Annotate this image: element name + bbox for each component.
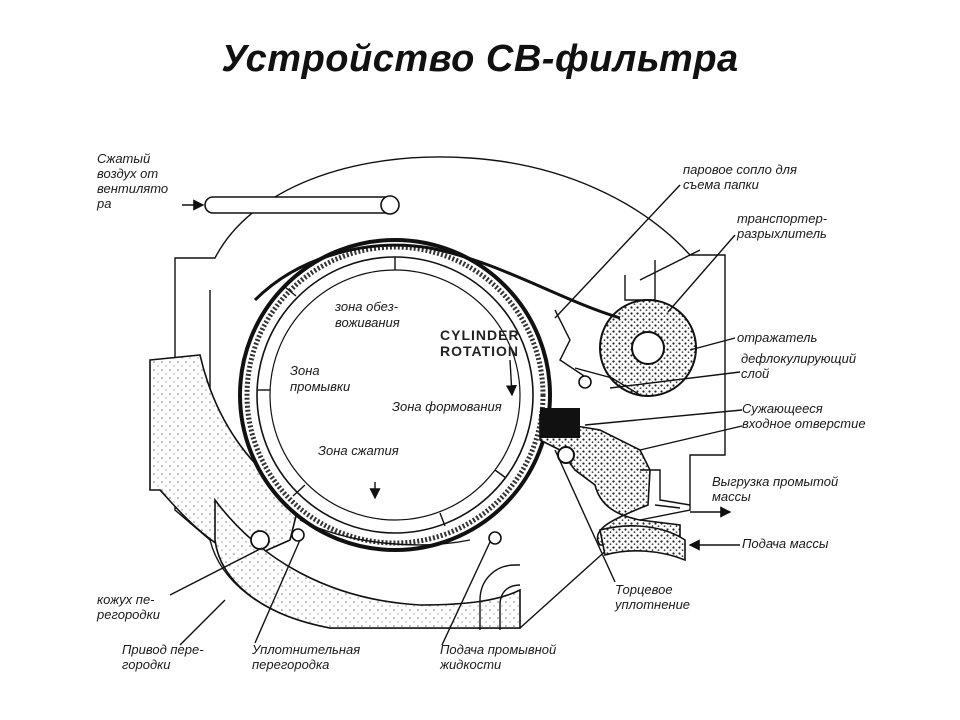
zone-washing-line2: промывки (290, 379, 350, 394)
discharge-channel (640, 469, 691, 509)
transporter-hub (631, 331, 665, 365)
zone-compression: Зона сжатия (318, 443, 399, 458)
zone-dividers (257, 257, 507, 527)
partition-roller-right (291, 528, 305, 542)
page-title: Устройство СВ-фильтра (221, 38, 739, 80)
steam-nozzle (554, 309, 591, 381)
label-compressed-air-3: вентилято (97, 181, 168, 196)
label-wash-liquid-feed-1: Подача промывной (440, 642, 556, 657)
label-partition-drive-2: городки (122, 657, 171, 672)
label-discharge-2: массы (712, 489, 751, 504)
label-narrowing-inlet-2: входное отверстие (742, 416, 866, 431)
label-compressed-air-4: ра (96, 196, 111, 211)
label-deflocculating-2: слой (741, 366, 769, 381)
label-discharge-1: Выгрузка промытой (712, 474, 838, 489)
leader-lines (169, 184, 743, 646)
lower-trough (214, 497, 521, 629)
label-sealing-partition-1: Уплотнительная (251, 642, 360, 657)
label-partition-casing-2: регородки (96, 607, 160, 622)
label-feed: Подача массы (742, 536, 829, 551)
label-compressed-air-2: воздух от (97, 166, 158, 181)
rotation-label-line1: CYLINDER (440, 327, 520, 343)
belt-lower (574, 367, 641, 396)
label-transporter-1: транспортер- (737, 211, 828, 226)
partition-roller-mid (488, 531, 502, 545)
label-steam-nozzle-1: паровое сопло для (683, 162, 797, 177)
label-steam-nozzle-2: съема папки (683, 177, 759, 192)
label-sealing-partition-2: перегородка (252, 657, 329, 672)
label-narrowing-inlet-1: Сужающееся (742, 401, 823, 416)
cylinder-felt-ring (244, 244, 546, 546)
label-end-seal-2: уплотнение (614, 597, 690, 612)
rotation-arrow (505, 359, 518, 397)
label-partition-casing-1: кожух пе- (97, 592, 155, 607)
label-wash-liquid-feed-2: жидкости (439, 657, 501, 672)
zone-washing-line1: Зона (290, 363, 320, 378)
inlet-pipe (599, 525, 686, 562)
partition-roller-left (250, 530, 270, 550)
zone-forming: Зона формования (392, 399, 502, 414)
nozzle-roller (578, 375, 592, 389)
cylinder-outer-ring (238, 238, 552, 552)
label-reflector: отражатель (737, 330, 818, 345)
air-pipe-end (380, 195, 400, 215)
label-compressed-air-1: Сжатый (97, 151, 150, 166)
narrowing-inlet-block (540, 408, 580, 438)
label-partition-drive-1: Привод пере- (122, 642, 204, 657)
sealing-partition (299, 519, 471, 546)
wash-liquid-pipe (479, 564, 521, 630)
felt-belt (253, 243, 621, 320)
label-transporter-2: разрыхлитель (736, 226, 827, 241)
label-end-seal-1: Торцевое (615, 582, 673, 597)
rotation-label-line2: ROTATION (440, 343, 519, 359)
label-deflocculating-1: дефлокулирующий (741, 351, 856, 366)
zone-degreasing-line1: зона обез- (334, 299, 399, 314)
air-pipe (204, 196, 396, 214)
zone-degreasing-line2: воживания (335, 315, 400, 330)
